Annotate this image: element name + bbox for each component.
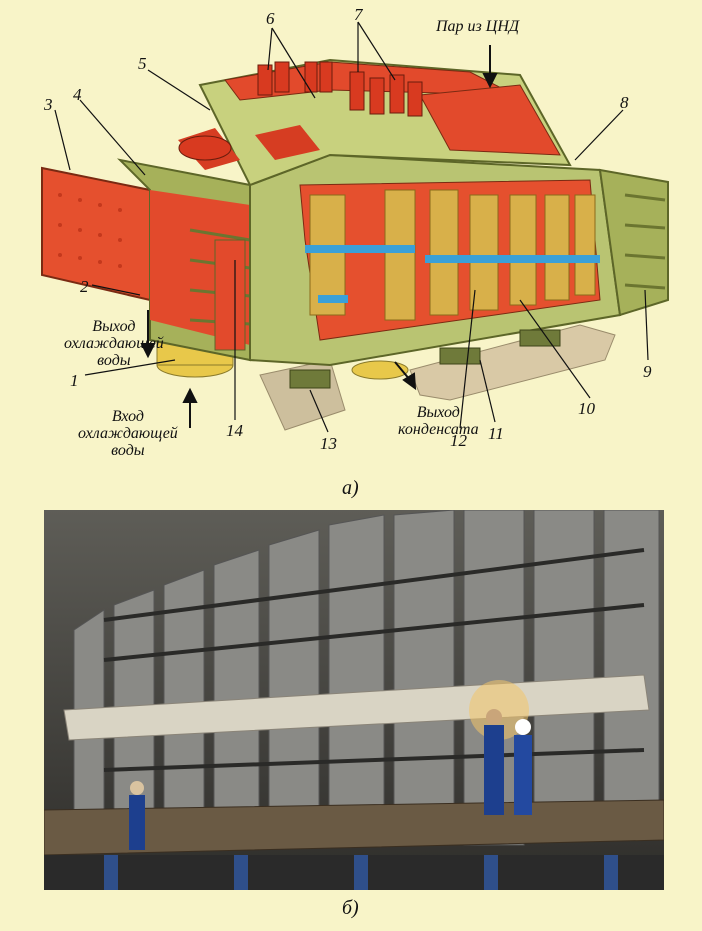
label-cooling-water-inlet: Вход охлаждающей воды bbox=[78, 408, 178, 459]
caption-a: а) bbox=[342, 477, 359, 499]
callout-3: 3 bbox=[44, 95, 53, 114]
label-steam-inlet: Пар из ЦНД bbox=[436, 18, 520, 35]
water-box-partition bbox=[214, 239, 246, 351]
callout-4: 4 bbox=[73, 85, 82, 104]
callout-10: 10 bbox=[578, 399, 595, 418]
tube-bundles bbox=[309, 189, 596, 321]
callout-11: 11 bbox=[488, 424, 504, 443]
callout-14: 14 bbox=[226, 421, 243, 440]
callout-2: 2 bbox=[80, 277, 89, 296]
label-condensate-outlet: Выход конденсата bbox=[398, 404, 479, 438]
callout-12: 12 bbox=[450, 431, 467, 450]
end-cover-door bbox=[41, 166, 151, 302]
callout-13: 13 bbox=[320, 434, 337, 453]
intermediate-supports bbox=[305, 245, 600, 303]
foundation-block-right bbox=[409, 324, 616, 401]
caption-b: б) bbox=[342, 897, 359, 919]
callout-7: 7 bbox=[354, 5, 363, 24]
condenser-assembly-photo bbox=[44, 510, 664, 890]
callout-8: 8 bbox=[620, 93, 629, 112]
condenser-cutaway-drawing bbox=[41, 21, 669, 433]
rear-water-box bbox=[598, 168, 669, 317]
callout-1: 1 bbox=[70, 371, 79, 390]
callout-6: 6 bbox=[266, 9, 275, 28]
callout-9: 9 bbox=[643, 362, 652, 381]
top-nozzles bbox=[257, 61, 423, 117]
label-cooling-water-outlet: Выход охлаждающей воды bbox=[64, 318, 164, 369]
callout-5: 5 bbox=[138, 54, 147, 73]
flow-arrows bbox=[140, 45, 498, 428]
worker-figures bbox=[129, 709, 532, 850]
